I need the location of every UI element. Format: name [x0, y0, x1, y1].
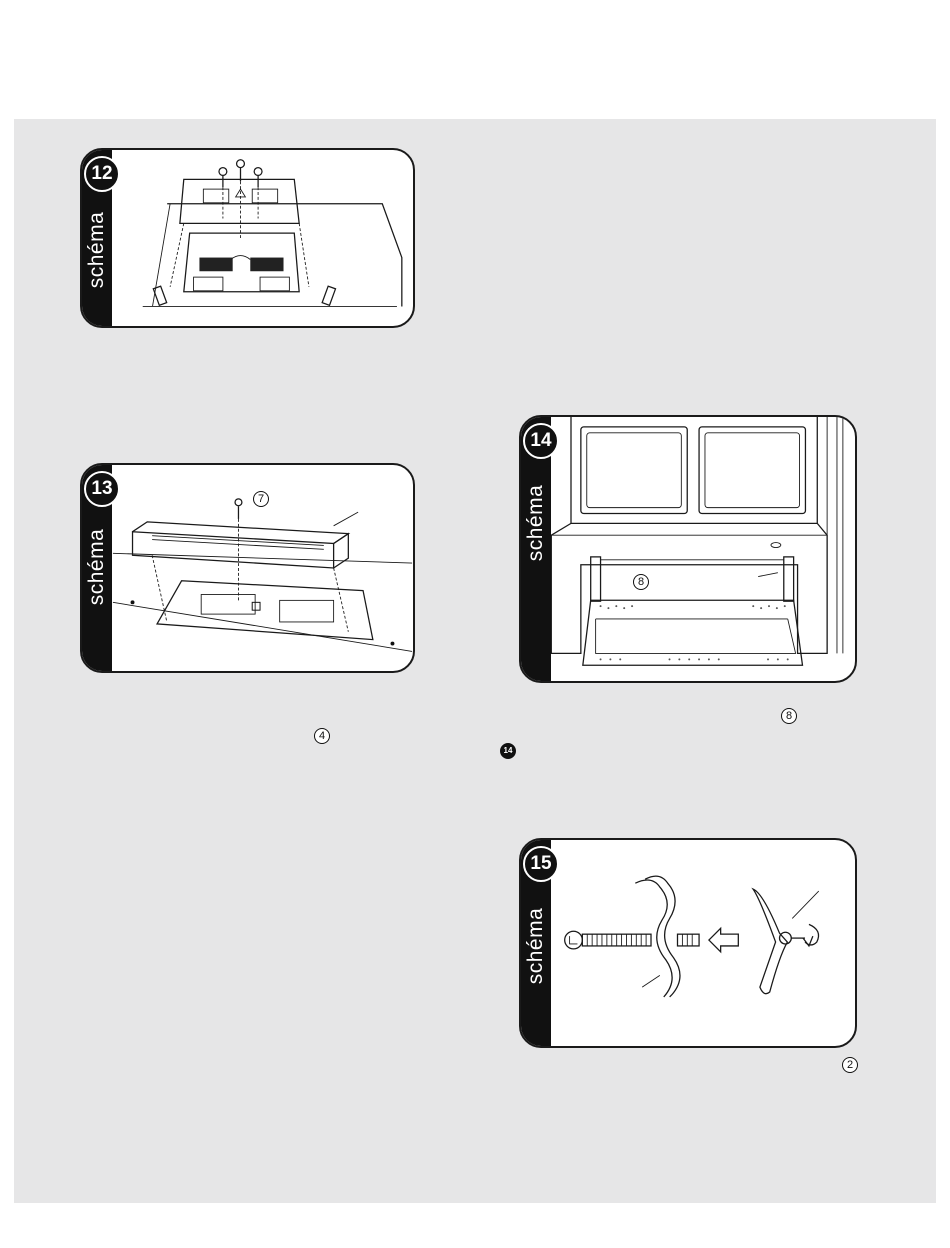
- cabinet-filler-drawing: [551, 417, 855, 681]
- duct-adapter-drawing: [112, 465, 413, 671]
- figure-12: schéma 12: [80, 148, 415, 328]
- text-ref-8: 8: [781, 708, 797, 724]
- figure-label: schéma: [521, 886, 551, 1006]
- figure-label: schéma: [521, 463, 551, 583]
- figure-14: schéma 14 8: [519, 415, 857, 683]
- figure-label: schéma: [82, 507, 112, 627]
- figure-13: schéma 13 7: [80, 463, 415, 673]
- mounting-plate-drawing: [112, 150, 413, 326]
- toggle-bolt-drawing: [551, 840, 855, 1046]
- figure-label: schéma: [82, 190, 112, 310]
- text-ref-14: 14: [500, 743, 516, 759]
- figure-15: schéma 15: [519, 838, 857, 1048]
- text-ref-4: 4: [314, 728, 330, 744]
- text-ref-2: 2: [842, 1057, 858, 1073]
